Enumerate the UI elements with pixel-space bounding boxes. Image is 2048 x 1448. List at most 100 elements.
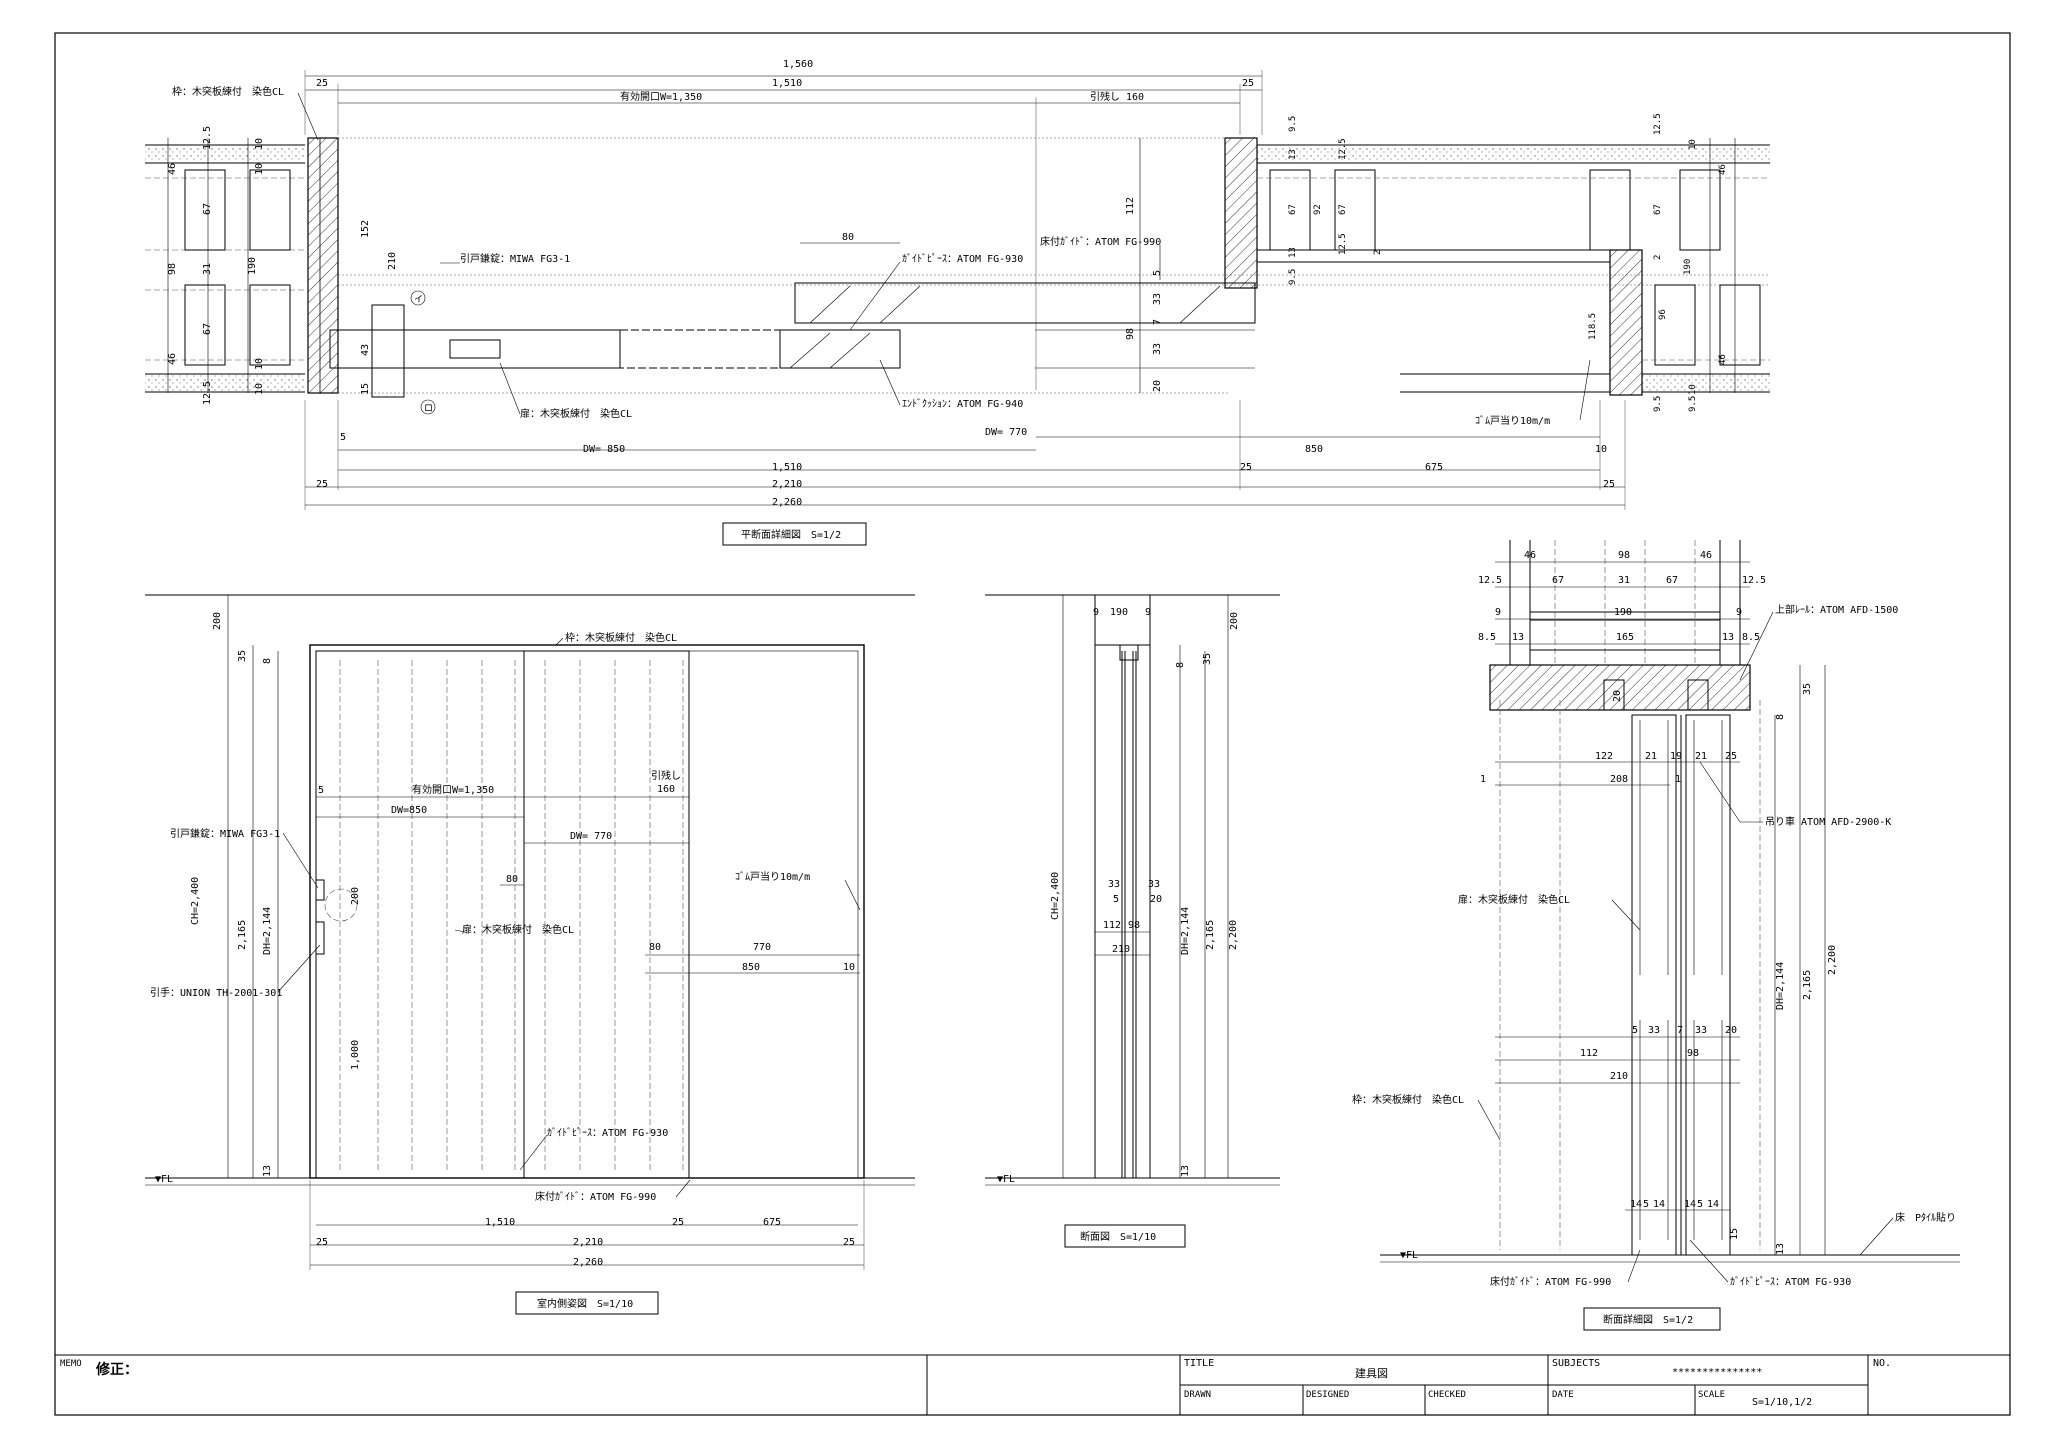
- plan-bottom-1510: 1,510: [772, 462, 802, 473]
- elev-lock-label: 引戸鎌錠：MIWA FG3-1: [170, 827, 280, 840]
- detail-title: 断面詳細図 S=1/2: [1603, 1313, 1693, 1326]
- elev-80: 80: [506, 874, 518, 885]
- detail-t85b: 8.5: [1742, 632, 1760, 643]
- section-vch: CH=2,400: [1050, 872, 1061, 920]
- plan-left-dim: 46: [167, 163, 178, 175]
- sheet-border: [54, 32, 2011, 1416]
- detail-l14d: 14: [1707, 1199, 1719, 1210]
- section-t190: 190: [1110, 607, 1128, 618]
- plan-dim-210: 210: [387, 252, 398, 270]
- elev-v13: 13: [262, 1165, 273, 1177]
- detail-m122: 122: [1595, 751, 1613, 762]
- elev-10: 10: [843, 962, 855, 973]
- elev-v8: 8: [262, 658, 273, 664]
- section-t35: 35: [1202, 653, 1213, 665]
- plan-dim-43: 43: [360, 344, 371, 356]
- scale-value: S=1/10,1/2: [1752, 1397, 1812, 1408]
- plan-left-dim: 190: [247, 257, 258, 275]
- elev-guidepiece-label: ｶﾞｲﾄﾞﾋﾟｰｽ：ATOM FG-930: [547, 1127, 668, 1139]
- detail-t46b: 46: [1700, 550, 1712, 561]
- detail-floor-label: 床 Pﾀｲﾙ貼り: [1895, 1211, 1956, 1224]
- plan-bottom-2260: 2,260: [772, 497, 802, 508]
- detail-fl: ▼FL: [1400, 1250, 1418, 1261]
- detail-m35: 35: [1802, 683, 1813, 695]
- plan-dim-1560: 1,560: [783, 59, 813, 70]
- section-detail-view: ▼FL 46 98 46 12.5 67 31 67 12.5 9 190 9 …: [1352, 540, 1960, 1331]
- plan-dim-152: 152: [360, 220, 371, 238]
- detail-l112: 112: [1580, 1048, 1598, 1059]
- plan-right-dim: 92: [1313, 204, 1323, 215]
- section-v2165: 2,165: [1205, 920, 1216, 950]
- plan-dim-7: 7: [1152, 319, 1163, 325]
- plan-left-dim: 10: [254, 163, 265, 175]
- elev-850: 850: [742, 962, 760, 973]
- plan-dim-20: 20: [1152, 380, 1163, 392]
- section-m33a: 33: [1108, 879, 1120, 890]
- plan-dw770: DW= 770: [985, 427, 1027, 438]
- plan-dim-25b: 25: [1242, 78, 1254, 89]
- plan-right-dim: 9.5: [1653, 396, 1663, 412]
- detail-l210: 210: [1610, 1071, 1628, 1082]
- plan-dim-112: 112: [1125, 197, 1136, 215]
- plan-right-dim: 46: [1718, 164, 1728, 175]
- detail-t13b: 13: [1722, 632, 1734, 643]
- detail-t125b: 12.5: [1742, 575, 1766, 586]
- detail-l98: 98: [1687, 1048, 1699, 1059]
- plan-right-dim: 12.5: [1338, 138, 1348, 160]
- detail-t85a: 8.5: [1478, 632, 1496, 643]
- plan-left-dim: 46: [167, 353, 178, 365]
- plan-right-dim: 12.5: [1653, 113, 1663, 135]
- detail-m21a: 21: [1645, 751, 1657, 762]
- elev-b25: 25: [672, 1217, 684, 1228]
- detail-t125a: 12.5: [1478, 575, 1502, 586]
- detail-l5: 5: [1632, 1025, 1638, 1036]
- detail-t9a: 9: [1495, 607, 1501, 618]
- drawn-label: DRAWN: [1184, 1390, 1211, 1400]
- elev-b1510: 1,510: [485, 1217, 515, 1228]
- plan-lock-label: 引戸鎌錠：MIWA FG3-1: [460, 252, 570, 265]
- detail-guidepiece-label: ｶﾞｲﾄﾞﾋﾟｰｽ：ATOM FG-930: [1730, 1276, 1851, 1288]
- date-label: DATE: [1552, 1390, 1574, 1400]
- elev-5: 5: [318, 785, 324, 796]
- plan-left-dim: 67: [202, 323, 213, 335]
- elev-pull2: 160: [657, 784, 675, 795]
- detail-t190: 190: [1614, 607, 1632, 618]
- detail-floorguide-label: 床付ｶﾞｲﾄﾞ：ATOM FG-990: [1490, 1275, 1611, 1288]
- detail-v2200: 2,200: [1827, 945, 1838, 975]
- checked-label: CHECKED: [1428, 1390, 1466, 1400]
- plan-dim-80: 80: [842, 232, 854, 243]
- elev-vch: CH=2,400: [190, 877, 201, 925]
- detail-t67b: 67: [1666, 575, 1678, 586]
- detail-toprail-label: 上部ﾚｰﾙ：ATOM AFD-1500: [1775, 603, 1898, 616]
- elev-v35: 35: [237, 650, 248, 662]
- detail-l7: 7: [1677, 1025, 1683, 1036]
- section-m33b: 33: [1148, 879, 1160, 890]
- plan-bottom-2210: 2,210: [772, 479, 802, 490]
- plan-right-dim: 96: [1658, 309, 1668, 320]
- detail-l5b: 5: [1697, 1199, 1703, 1210]
- plan-right-dim: 2: [1653, 255, 1663, 260]
- section-v8: 8: [1175, 662, 1186, 668]
- plan-door-label: 扉：木突板練付 染色CL: [520, 407, 632, 420]
- plan-bottom-25c: 25: [1603, 479, 1615, 490]
- plan-right-dim: 118.5: [1588, 313, 1598, 340]
- section-title: 断面図 S=1/10: [1080, 1230, 1156, 1243]
- plan-right-dim: 12.5: [1338, 233, 1348, 255]
- detail-l15: 15: [1729, 1228, 1740, 1240]
- detail-m21b: 21: [1695, 751, 1707, 762]
- elev-dw850: DW=850: [391, 805, 427, 816]
- elev-b2210: 2,210: [573, 1237, 603, 1248]
- detail-t13a: 13: [1512, 632, 1524, 643]
- elev-frame-label: 枠：木突板練付 染色CL: [565, 631, 677, 644]
- detail-l13: 13: [1775, 1243, 1786, 1255]
- plan-right-dim: 13: [1288, 149, 1298, 160]
- section-v13: 13: [1180, 1165, 1191, 1177]
- elev-1000: 1,000: [350, 1040, 361, 1070]
- detail-m1: 1: [1480, 774, 1486, 785]
- section-m112: 112: [1103, 920, 1121, 931]
- plan-rubber-label: ｺﾞﾑ戸当り10m/m: [1475, 414, 1550, 427]
- elev-floorguide-label: 床付ｶﾞｲﾄﾞ：ATOM FG-990: [535, 1190, 656, 1203]
- detail-m8: 8: [1775, 714, 1786, 720]
- section-vdh: DH=2,144: [1180, 907, 1191, 955]
- plan-right-dim: 9.5: [1288, 269, 1298, 285]
